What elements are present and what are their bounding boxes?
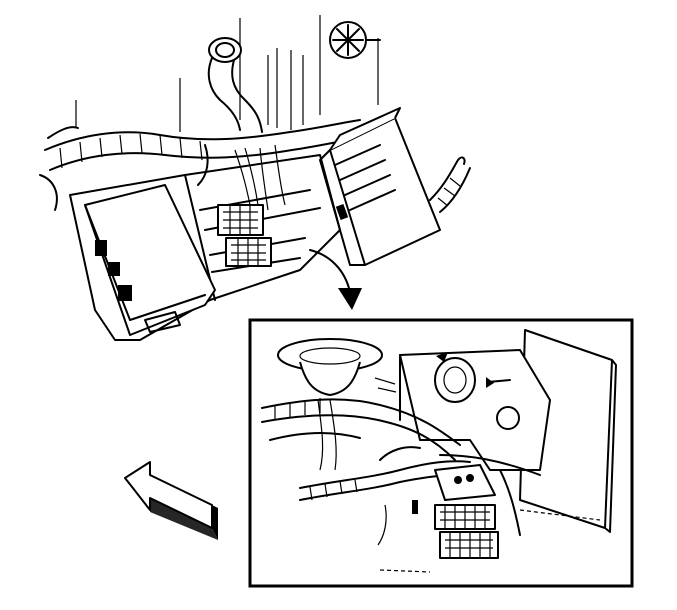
- main-harness: [39, 119, 361, 211]
- inset-connectors: [412, 464, 499, 559]
- grommet-top: [207, 37, 263, 133]
- center-wires: [197, 144, 286, 211]
- inset-grommet: [277, 338, 383, 396]
- detail-arrow: [309, 249, 362, 310]
- left-module: [84, 184, 216, 336]
- center-connectors: [217, 204, 272, 267]
- main-view: [39, 15, 471, 540]
- inset-round-connector: [434, 352, 476, 403]
- right-harness: [429, 156, 471, 213]
- inset-detail: [248, 318, 634, 588]
- round-connector: [329, 21, 381, 59]
- fuse-block: [319, 107, 441, 266]
- front-direction-arrow: [124, 461, 218, 540]
- callout-leaders: [75, 15, 379, 132]
- inset-reference-line: [379, 509, 601, 573]
